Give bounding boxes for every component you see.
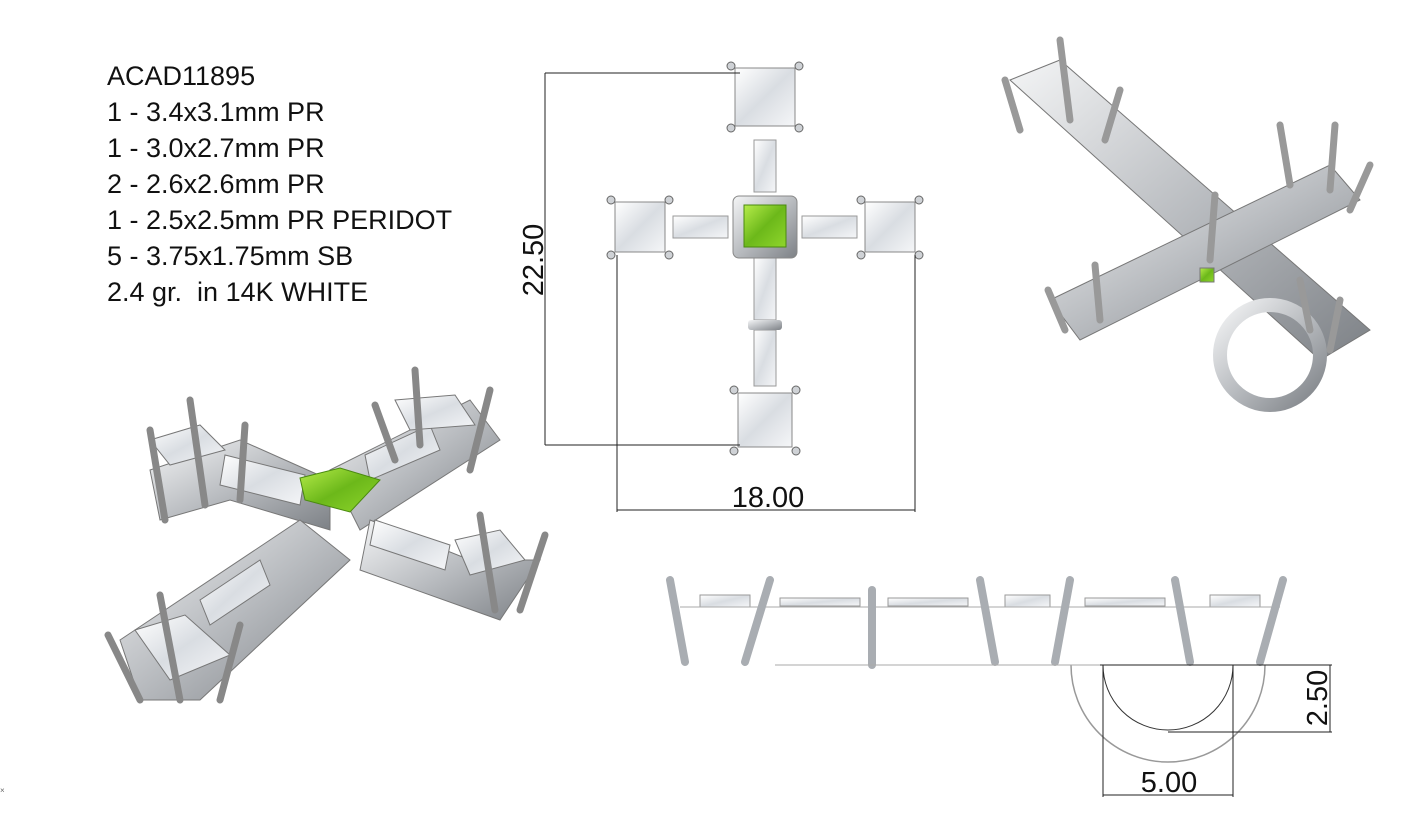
spec-line: 1 - 2.5x2.5mm PR PERIDOT xyxy=(107,205,453,235)
side-dimension-lines xyxy=(1100,664,1332,797)
width-dimension: 18.00 xyxy=(732,482,805,514)
perspective-view-back xyxy=(1001,36,1374,412)
princess-stone-bottom xyxy=(737,392,793,448)
princess-stone-right xyxy=(864,201,916,253)
baguette-stone xyxy=(672,215,729,239)
side-view xyxy=(666,576,1287,763)
model-number: ACAD11895 xyxy=(107,61,256,91)
perspective-view-front xyxy=(104,366,549,704)
height-dimension: 22.50 xyxy=(518,224,550,297)
baguette-stone xyxy=(753,139,777,193)
corner-mark: × xyxy=(0,786,5,795)
baguette-stone xyxy=(801,215,858,239)
metal-bar xyxy=(748,320,782,330)
baguette-stone xyxy=(753,329,777,387)
princess-stone-top xyxy=(734,67,796,127)
peridot-stone xyxy=(743,204,787,248)
bail-height-dimension: 2.50 xyxy=(1302,670,1334,726)
spec-line: 1 - 3.4x3.1mm PR xyxy=(107,97,325,127)
spec-line: 2.4 gr. in 14K WHITE xyxy=(107,277,369,307)
spec-line: 2 - 2.6x2.6mm PR xyxy=(107,169,325,199)
princess-stone-left xyxy=(614,201,666,253)
bail-width-dimension: 5.00 xyxy=(1141,767,1197,799)
spec-line: 1 - 3.0x2.7mm PR xyxy=(107,133,325,163)
spec-list: ACAD11895 1 - 3.4x3.1mm PR 1 - 3.0x2.7mm… xyxy=(107,58,452,310)
spec-line: 5 - 3.75x1.75mm SB xyxy=(107,241,354,271)
front-dimension-lines xyxy=(544,72,916,512)
front-view xyxy=(606,61,924,456)
baguette-stone xyxy=(753,257,777,321)
